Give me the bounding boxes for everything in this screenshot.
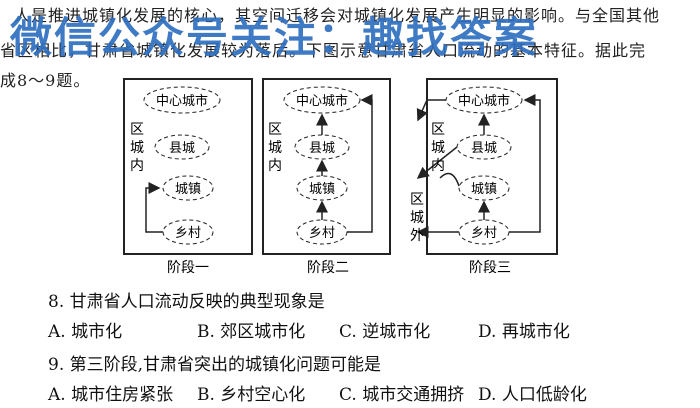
intro-line-2: 省区相比，甘肃省城镇化发展较为落后。下图示意甘肃省人口流动的基本特征。据此完	[0, 41, 647, 60]
stage-1-region-label-2: 城	[130, 140, 144, 156]
stage-3-city-out-arrow	[416, 99, 446, 122]
stage-3-county-label: 县城	[471, 141, 497, 156]
question-8-option-b[interactable]: B. 郊区城市化	[197, 322, 306, 342]
stage-2-village-label: 乡村	[309, 226, 335, 241]
stage-2-city-label: 中心城市	[296, 93, 348, 109]
stage-3-region-label-1: 区	[431, 122, 445, 138]
stage-2-region-label-3: 内	[268, 158, 282, 174]
intro-line-1: 人是推进城镇化发展的核心，其空间迁移会对城镇化发展产生明显的影响。与全国其他	[14, 6, 661, 25]
stage-3-outside-label-3: 外	[410, 228, 424, 244]
question-9-option-a[interactable]: A. 城市住房紧张	[48, 385, 174, 405]
stage-2: 中心城市 县城 城镇 乡村 区 城 内	[262, 78, 391, 255]
stage-2-box	[262, 78, 391, 255]
stage-1-city-node	[143, 86, 221, 114]
stage-1: 中心城市 县城 城镇 乡村 区 城 内	[123, 78, 253, 255]
question-9-option-d[interactable]: D. 人口低龄化	[478, 385, 587, 405]
stage-3-outside-label-2: 城	[410, 210, 424, 226]
stage-2-region-label-1: 区	[268, 122, 282, 138]
stage-1-region-label-1: 区	[130, 122, 144, 138]
watermark: 微信公众号关注：趣找答案	[10, 13, 539, 62]
stage-3: 中心城市 县城 城镇 乡村 区 城 内 区 城 外	[410, 78, 558, 255]
stage-1-caption: 阶段一	[167, 260, 209, 276]
stage-3-bridge-arc	[439, 172, 460, 187]
stage-1-town-label: 城镇	[175, 182, 201, 197]
question-9-stem: 9. 第三阶段,甘肃省突出的城镇化问题可能是	[48, 355, 382, 375]
stage-3-caption: 阶段三	[469, 260, 511, 276]
stage-1-city-label: 中心城市	[156, 93, 208, 109]
stage-2-caption: 阶段二	[307, 260, 349, 276]
stage-3-region-label-3: 内	[431, 158, 445, 174]
stage-3-village-to-city-arrow	[509, 94, 541, 233]
question-8-option-d[interactable]: D. 再城市化	[478, 322, 570, 342]
stage-3-village-label: 乡村	[471, 226, 497, 241]
question-8-option-a[interactable]: A. 城市化	[48, 322, 123, 342]
stage-2-village-to-city-arrow	[347, 94, 373, 233]
stage-3-town-label: 城镇	[471, 182, 497, 197]
stage-3-town-node	[458, 175, 510, 201]
stage-3-outside-label-1: 区	[410, 192, 424, 208]
stage-3-city-label: 中心城市	[458, 93, 510, 109]
stage-1-village-label: 乡村	[175, 226, 201, 241]
stage-2-region-label-2: 城	[268, 140, 282, 156]
question-8-stem: 8. 甘肃省人口流动反映的典型现象是	[48, 292, 325, 312]
stage-1-box	[123, 78, 253, 255]
stage-1-county-label: 县城	[169, 141, 195, 156]
question-9-option-c[interactable]: C. 城市交通拥挤	[339, 385, 465, 405]
stage-3-county-out-arrow	[416, 146, 458, 179]
stage-1-village-to-town-arrow	[145, 182, 163, 233]
stage-1-region-label-3: 内	[130, 158, 144, 174]
stage-1-county-node	[154, 134, 210, 160]
question-9-option-b[interactable]: B. 乡村空心化	[197, 385, 306, 405]
stage-3-region-label-2: 城	[431, 140, 445, 156]
stage-3-box	[426, 78, 558, 255]
stage-2-city-node	[283, 86, 361, 114]
intro-line-3: 成8～9题。	[0, 71, 91, 90]
question-8-option-c[interactable]: C. 逆城市化	[339, 322, 431, 342]
stage-2-town-node	[296, 175, 348, 201]
stage-1-town-node	[162, 175, 214, 201]
stage-2-town-label: 城镇	[309, 182, 335, 197]
stage-2-county-label: 县城	[309, 141, 335, 156]
